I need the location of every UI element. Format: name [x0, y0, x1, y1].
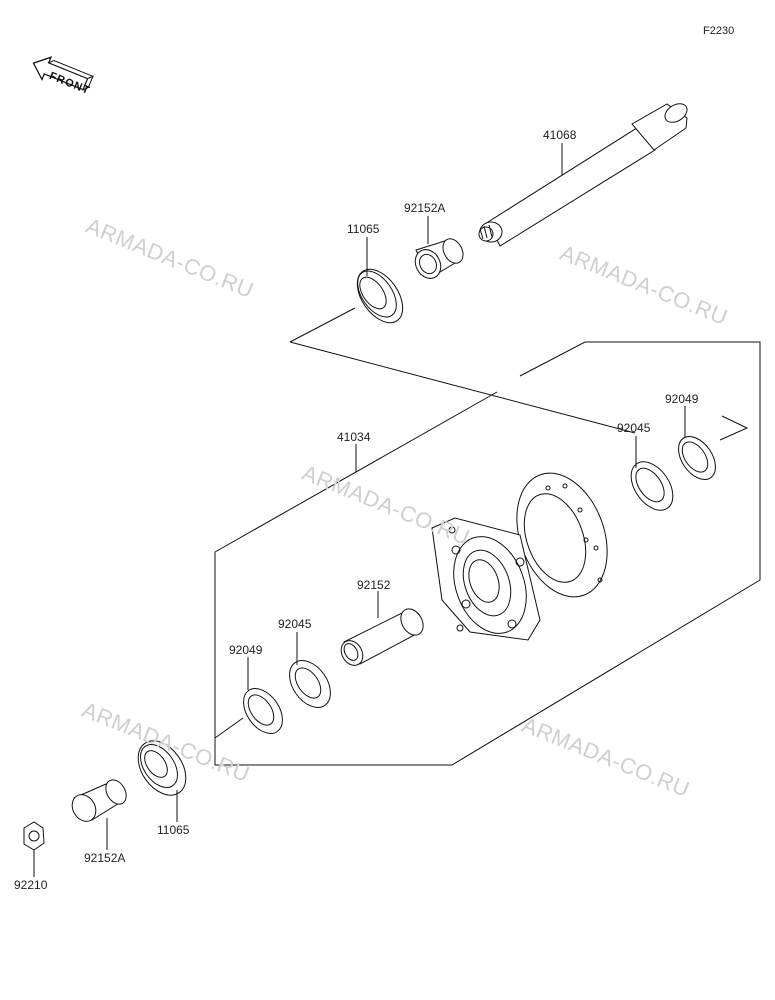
collar-92152A-bottom: [71, 779, 127, 822]
part-label-92210: 92210: [14, 878, 48, 892]
axle-41068: [478, 103, 688, 247]
part-label-92152A-bottom: 92152A: [84, 851, 126, 865]
part-label-41068: 41068: [543, 128, 577, 142]
seal-11065-bottom: [137, 740, 187, 796]
leader-lines: [33, 143, 686, 877]
part-label-92152: 92152: [357, 578, 391, 592]
part-label-92152A-top: 92152A: [404, 201, 446, 215]
hub-41034: [431, 472, 608, 641]
part-label-92049-left: 92049: [229, 643, 263, 657]
front-arrow-icon: [32, 56, 95, 91]
part-label-92045-right: 92045: [617, 421, 651, 435]
part-label-92049-right: 92049: [665, 392, 699, 406]
seal-92049-left: [243, 688, 283, 734]
part-label-41034: 41034: [337, 430, 371, 444]
nut-92210: [23, 821, 45, 851]
part-label-11065-bottom: 11065: [157, 823, 190, 837]
part-label-11065-top: 11065: [347, 222, 380, 236]
collar-92152A-top: [414, 238, 464, 279]
assembly-bracket: [214, 307, 761, 766]
spacer-92152: [340, 608, 424, 666]
seal-92049-right: [678, 436, 716, 480]
diagram-code: F2230: [703, 25, 735, 37]
bearing-92045-right: [630, 461, 674, 511]
seal-11065-top: [356, 268, 404, 324]
bearing-92045-left: [289, 660, 331, 708]
part-label-92045-left: 92045: [278, 617, 312, 631]
